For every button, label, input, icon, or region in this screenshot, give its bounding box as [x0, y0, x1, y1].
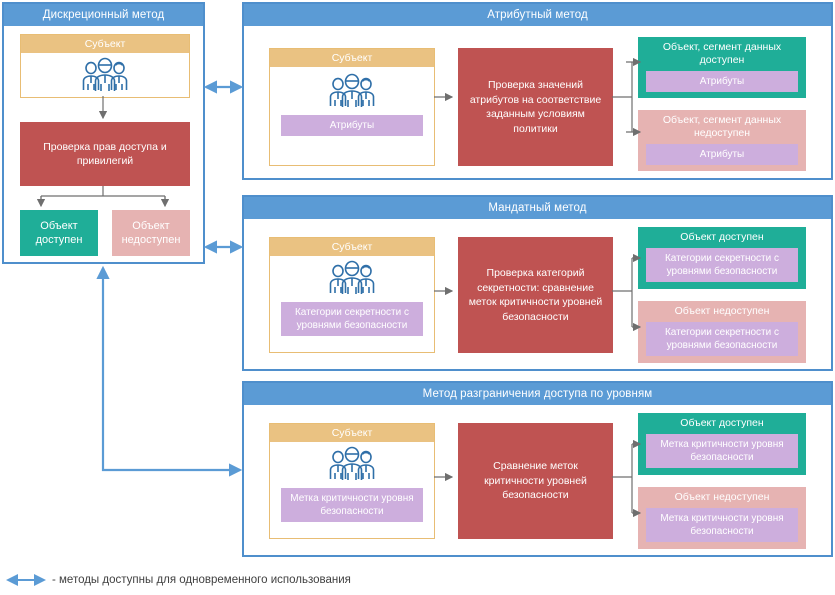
people-icon [324, 260, 380, 301]
people-icon [324, 73, 380, 114]
subject-title: Субъект [270, 424, 434, 442]
panel-title-discretionary: Дискреционный метод [4, 4, 203, 26]
subject-tag: Атрибуты [281, 115, 423, 136]
subject-title: Субъект [21, 35, 189, 53]
result-tag: Метка критичности уровня безопасности [646, 508, 798, 542]
panel-body-levels: Субъект Метка критичности уровня безопас… [244, 405, 831, 555]
process-card-discretionary[interactable]: Проверка прав доступа и привилегий [20, 122, 190, 186]
result-allow-discretionary[interactable]: Объект доступен [20, 210, 98, 256]
subject-body: Атрибуты [270, 67, 434, 165]
process-text: Проверка значений атрибутов на соответст… [469, 79, 602, 135]
people-icon [324, 446, 380, 487]
panel-title-levels: Метод разграничения доступа по уровням [244, 383, 831, 405]
process-text: Сравнение меток критичности уровней безо… [484, 460, 587, 502]
panel-body-attribute: Субъект Атрибуты Проверка значений атриб… [244, 26, 831, 178]
result-deny-mandatory[interactable]: Объект недоступен Категории секретности … [638, 301, 806, 363]
result-tag: Категории секретности с уровнями безопас… [646, 322, 798, 356]
process-card-levels[interactable]: Сравнение меток критичности уровней безо… [458, 423, 613, 539]
result-tag: Атрибуты [646, 71, 798, 92]
result-deny-discretionary[interactable]: Объект недоступен [112, 210, 190, 256]
result-allow-mandatory[interactable]: Объект доступен Категории секретности с … [638, 227, 806, 289]
process-card-mandatory[interactable]: Проверка категорий секретности: сравнени… [458, 237, 613, 353]
result-allow-attribute[interactable]: Объект, сегмент данных доступен Атрибуты [638, 37, 806, 98]
result-title: Объект доступен [680, 231, 764, 243]
result-deny-label: Объект недоступен [121, 220, 181, 246]
result-title: Объект недоступен [674, 305, 770, 317]
panel-discretionary[interactable]: Дискреционный метод Субъект [2, 2, 205, 264]
result-deny-attribute[interactable]: Объект, сегмент данных недоступен Атрибу… [638, 110, 806, 171]
subject-card-discretionary[interactable]: Субъект [20, 34, 190, 98]
process-card-attribute[interactable]: Проверка значений атрибутов на соответст… [458, 48, 613, 166]
subject-card-levels[interactable]: Субъект Метка критичности уровня безопас… [269, 423, 435, 539]
panel-body-mandatory: Субъект Категории секретности с уровнями… [244, 219, 831, 369]
result-title: Объект, сегмент данных доступен [662, 41, 782, 66]
result-deny-levels[interactable]: Объект недоступен Метка критичности уров… [638, 487, 806, 549]
process-text: Проверка категорий секретности: сравнени… [468, 267, 603, 323]
subject-tag: Категории секретности с уровнями безопас… [281, 302, 423, 336]
subject-card-mandatory[interactable]: Субъект Категории секретности с уровнями… [269, 237, 435, 353]
subject-body: Метка критичности уровня безопасности [270, 442, 434, 538]
result-title: Объект недоступен [674, 491, 770, 503]
result-title: Объект доступен [680, 417, 764, 429]
result-tag: Категории секретности с уровнями безопас… [646, 248, 798, 282]
legend-arrow-icon [6, 574, 46, 586]
panel-attribute[interactable]: Атрибутный метод Субъект Атрибуты П [242, 2, 833, 180]
result-allow-levels[interactable]: Объект доступен Метка критичности уровня… [638, 413, 806, 475]
subject-tag: Метка критичности уровня безопасности [281, 488, 423, 522]
legend-label: - методы доступны для одновременного исп… [52, 574, 351, 586]
panel-body-discretionary: Субъект [4, 26, 203, 262]
legend: - методы доступны для одновременного исп… [0, 568, 835, 592]
process-text: Проверка прав доступа и привилегий [43, 140, 167, 168]
panel-mandatory[interactable]: Мандатный метод Субъект Категории секрет… [242, 195, 833, 371]
subject-body: Категории секретности с уровнями безопас… [270, 256, 434, 352]
result-allow-label: Объект доступен [35, 220, 83, 246]
result-title: Объект, сегмент данных недоступен [662, 114, 782, 139]
subject-title: Субъект [270, 49, 434, 67]
result-tag: Атрибуты [646, 144, 798, 165]
connector-to-levels [96, 265, 243, 477]
panel-title-attribute: Атрибутный метод [244, 4, 831, 26]
subject-title: Субъект [270, 238, 434, 256]
subject-card-attribute[interactable]: Субъект Атрибуты [269, 48, 435, 166]
people-icon [77, 57, 133, 98]
result-tag: Метка критичности уровня безопасности [646, 434, 798, 468]
panel-levels[interactable]: Метод разграничения доступа по уровням С… [242, 381, 833, 557]
panel-title-mandatory: Мандатный метод [244, 197, 831, 219]
subject-body [21, 53, 189, 97]
